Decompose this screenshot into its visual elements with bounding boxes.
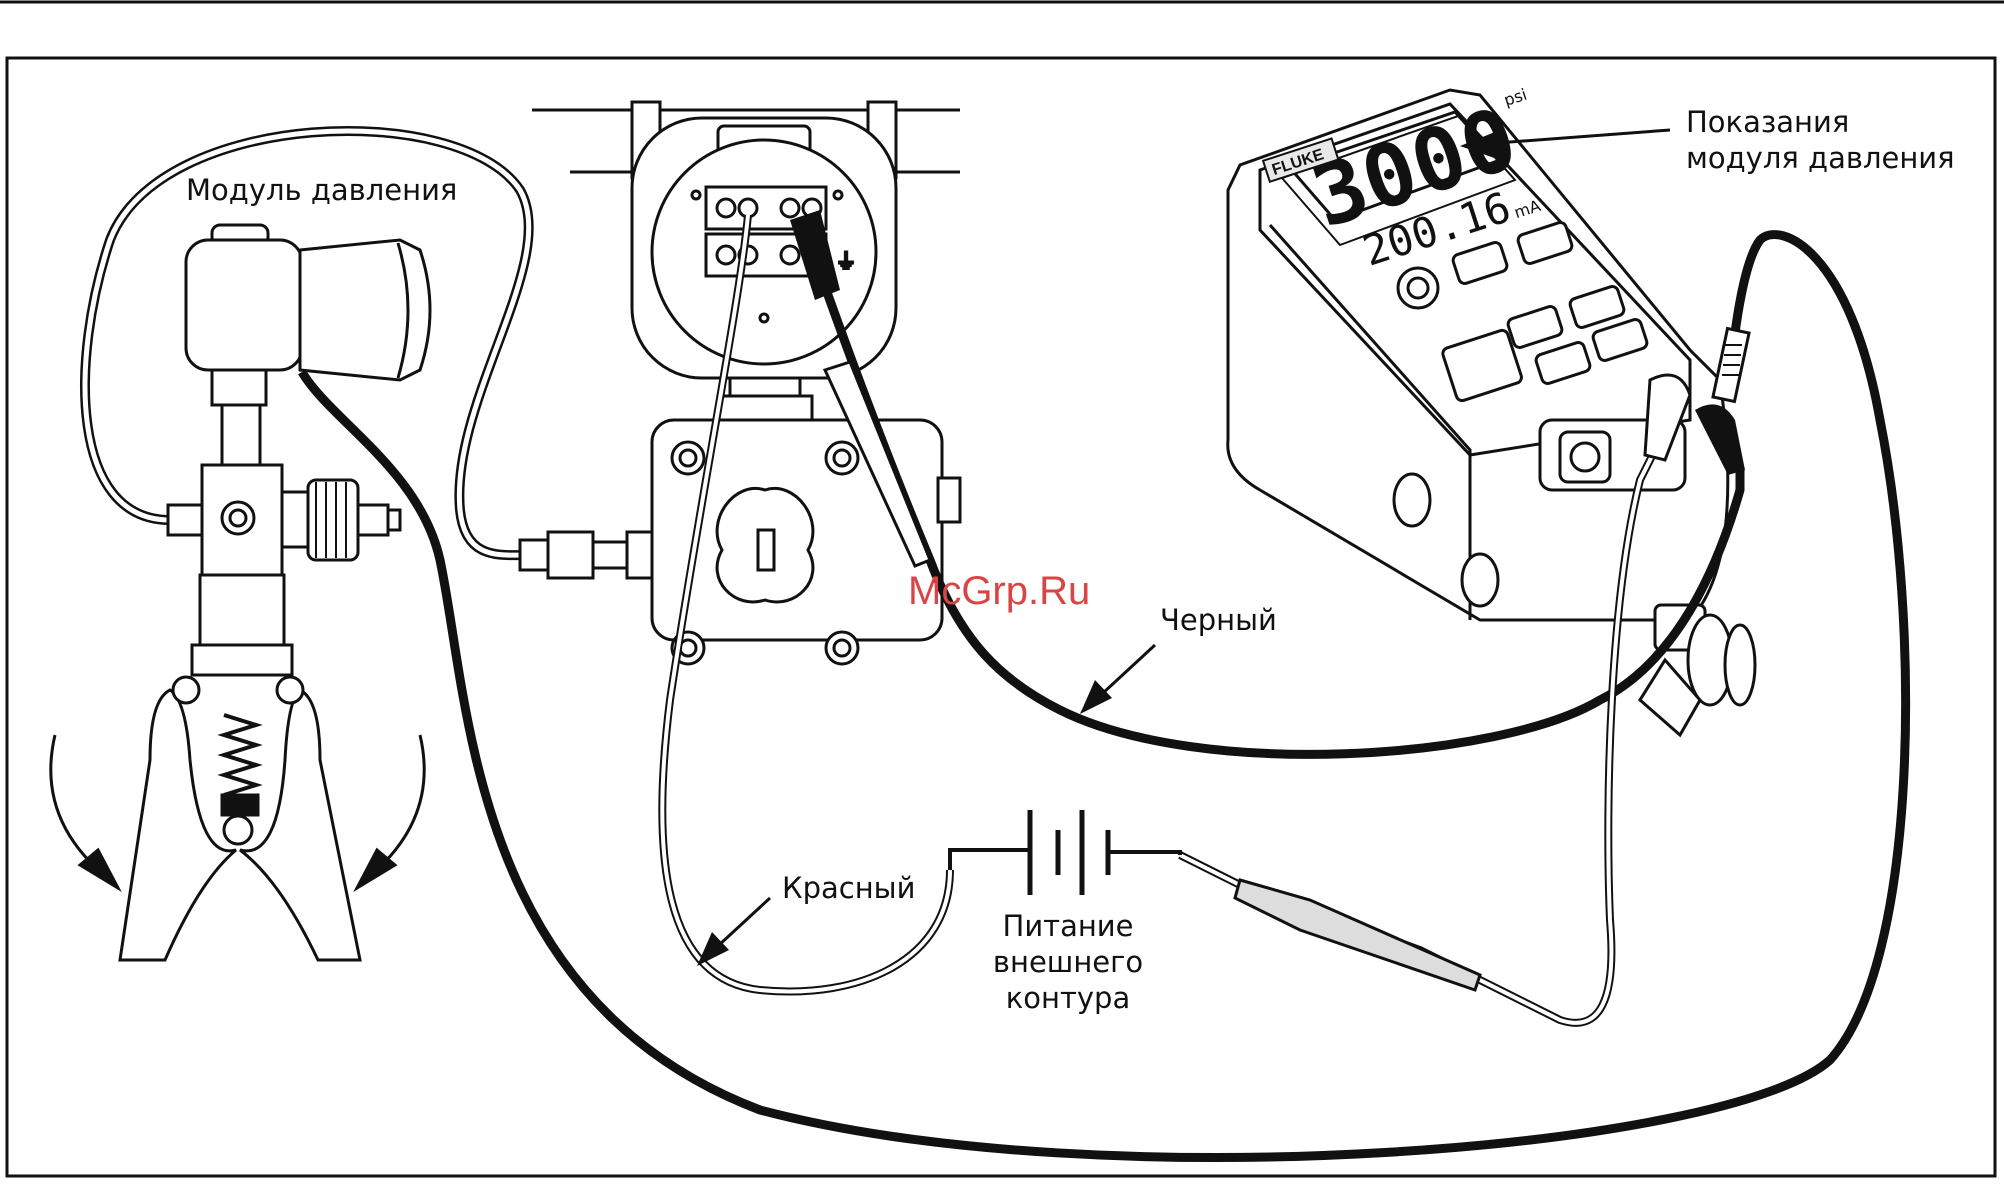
label-loop-supply-1: Питание	[1003, 909, 1134, 943]
svg-text:⏚: ⏚	[836, 249, 856, 273]
label-pressure-readout-2: модуля давления	[1686, 141, 1955, 175]
hand-pump	[51, 131, 529, 960]
label-loop-supply-2: внешнего	[993, 945, 1143, 979]
pressure-transmitter: ⏚	[520, 102, 960, 664]
pump-right-handle	[240, 690, 360, 960]
label-black-lead: Черный	[1160, 603, 1277, 637]
watermark: McGrp.Ru	[908, 569, 1090, 613]
label-loop-supply-3: контура	[1006, 981, 1130, 1015]
label-red-lead: Красный	[782, 871, 915, 905]
label-pressure-readout-1: Показания	[1686, 105, 1849, 139]
display-pressure-unit: psi	[1502, 85, 1530, 110]
loop-supply-battery	[950, 810, 1180, 895]
pump-left-handle	[120, 690, 236, 960]
label-pressure-module: Модуль давления	[186, 173, 457, 207]
